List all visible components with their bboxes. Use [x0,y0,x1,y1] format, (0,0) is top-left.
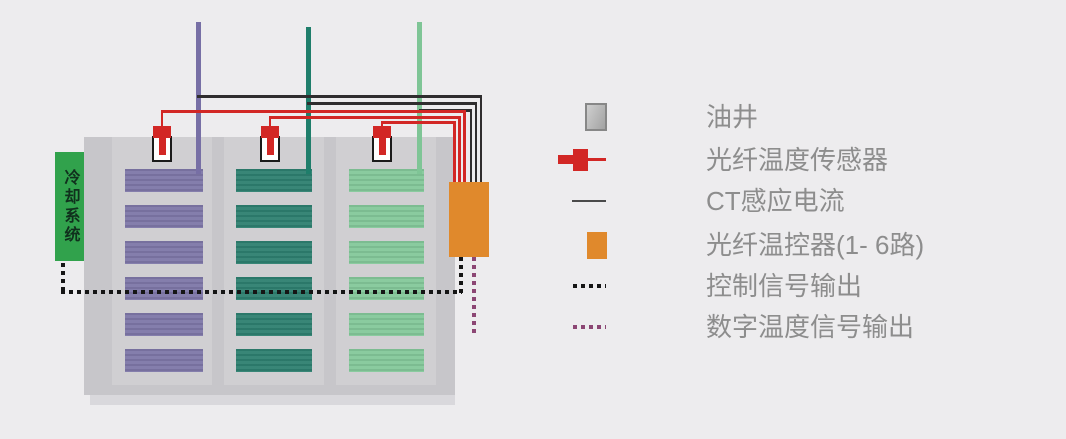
sensor-stem [266,138,274,155]
ct-current-line-1 [479,95,482,182]
control-signal-output-icon [558,265,607,307]
sensor-2-riser-line [268,116,272,127]
well-bar [349,205,424,228]
cooling-system-label: 冷却系统 [61,168,79,245]
legend-label: 光纤温度传感器 [706,144,889,175]
digital-temperature-signal-output-icon [558,306,607,348]
ct-current-line-1 [197,95,482,98]
well-bar [125,169,203,192]
well-icon [558,96,607,138]
well-bar [125,277,203,300]
legend-item-controller: 光纤温控器(1- 6路) [558,224,1028,266]
well-1-feeder-line [196,22,201,174]
well-bar [125,241,203,264]
sensor-2-fiber-line [268,116,461,119]
sensor-3-fiber-line [380,121,456,124]
fiber-temperature-controller-icon [558,224,607,266]
fiber-temperature-sensor-icon [558,139,607,181]
well-3-feeder-line [417,22,422,174]
fiber-temperature-controller-box [449,182,489,257]
well-column-1 [125,169,203,374]
legend-item-fiber-sensor: 光纤温度传感器 [558,139,1028,181]
legend-label: 油井 [706,102,759,132]
sensor-cap [373,126,391,138]
well-bar [236,241,312,264]
well-bar [349,169,424,192]
legend-label: 数字温度信号输出 [706,312,915,342]
legend-label: CT感应电流 [706,186,845,216]
well-column-2 [236,169,312,374]
ct-current-line-2 [474,102,477,182]
legend-item-control-signal: 控制信号输出 [558,265,1028,307]
control-signal-line [61,290,462,294]
well-bar [349,241,424,264]
well-bar [349,349,424,372]
well-2-feeder-line [306,27,311,174]
legend-label: 控制信号输出 [706,271,863,301]
legend-label: 光纤温控器(1- 6路) [706,230,925,260]
well-bar [236,205,312,228]
sensor-cap [153,126,171,138]
cooling-system-box: 冷却系统 [55,152,84,261]
well-bar [236,349,312,372]
well-bar [125,349,203,372]
well-bar [125,205,203,228]
well-column-3 [349,169,424,374]
sensor-cap [261,126,279,138]
sensor-3-riser-line [380,121,384,127]
ct-current-line-icon [558,180,607,222]
sensor-1-fiber-line [463,110,466,182]
well-bar [125,313,203,336]
ct-current-line-3 [469,109,472,182]
sensor-1-fiber-line [160,110,466,113]
control-signal-line [458,257,463,294]
sensor-stem [378,138,386,155]
ct-current-line-2 [307,102,477,105]
legend-item-digital-signal: 数字温度信号输出 [558,306,1028,348]
well-bar [349,277,424,300]
control-signal-line [61,263,65,293]
legend-item-well: 油井 [558,96,1028,138]
digital-temperature-signal-line [472,257,476,337]
well-bar [236,313,312,336]
sensor-3-fiber-line [453,121,456,182]
sensor-stem [158,138,166,155]
sensor-2-fiber-line [458,116,461,182]
panel-bottom-shadow [90,395,455,405]
well-bar [349,313,424,336]
well-bar [236,277,312,300]
well-bar [236,169,312,192]
sensor-1-riser-line [160,110,164,127]
legend-item-ct-current: CT感应电流 [558,180,1028,222]
